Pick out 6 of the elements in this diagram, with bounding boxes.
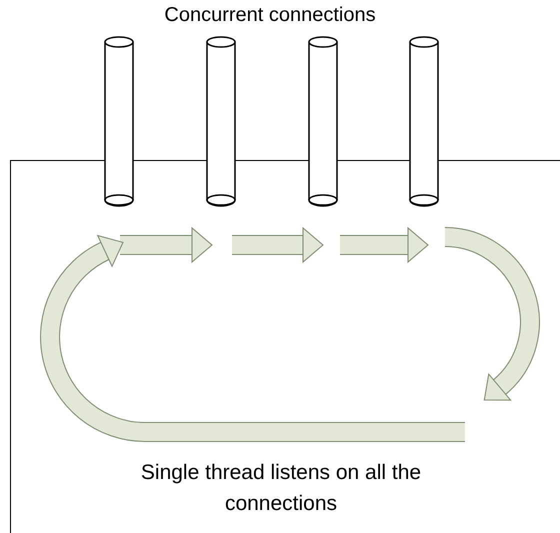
pipe-cylinder [409, 36, 439, 208]
pipe-cylinder [206, 36, 236, 208]
description-text: Single thread listens on all the connections [140, 460, 422, 517]
pipe-cylinder [308, 36, 338, 208]
title: Concurrent connections [163, 4, 377, 27]
pipe-cylinder [104, 36, 134, 208]
